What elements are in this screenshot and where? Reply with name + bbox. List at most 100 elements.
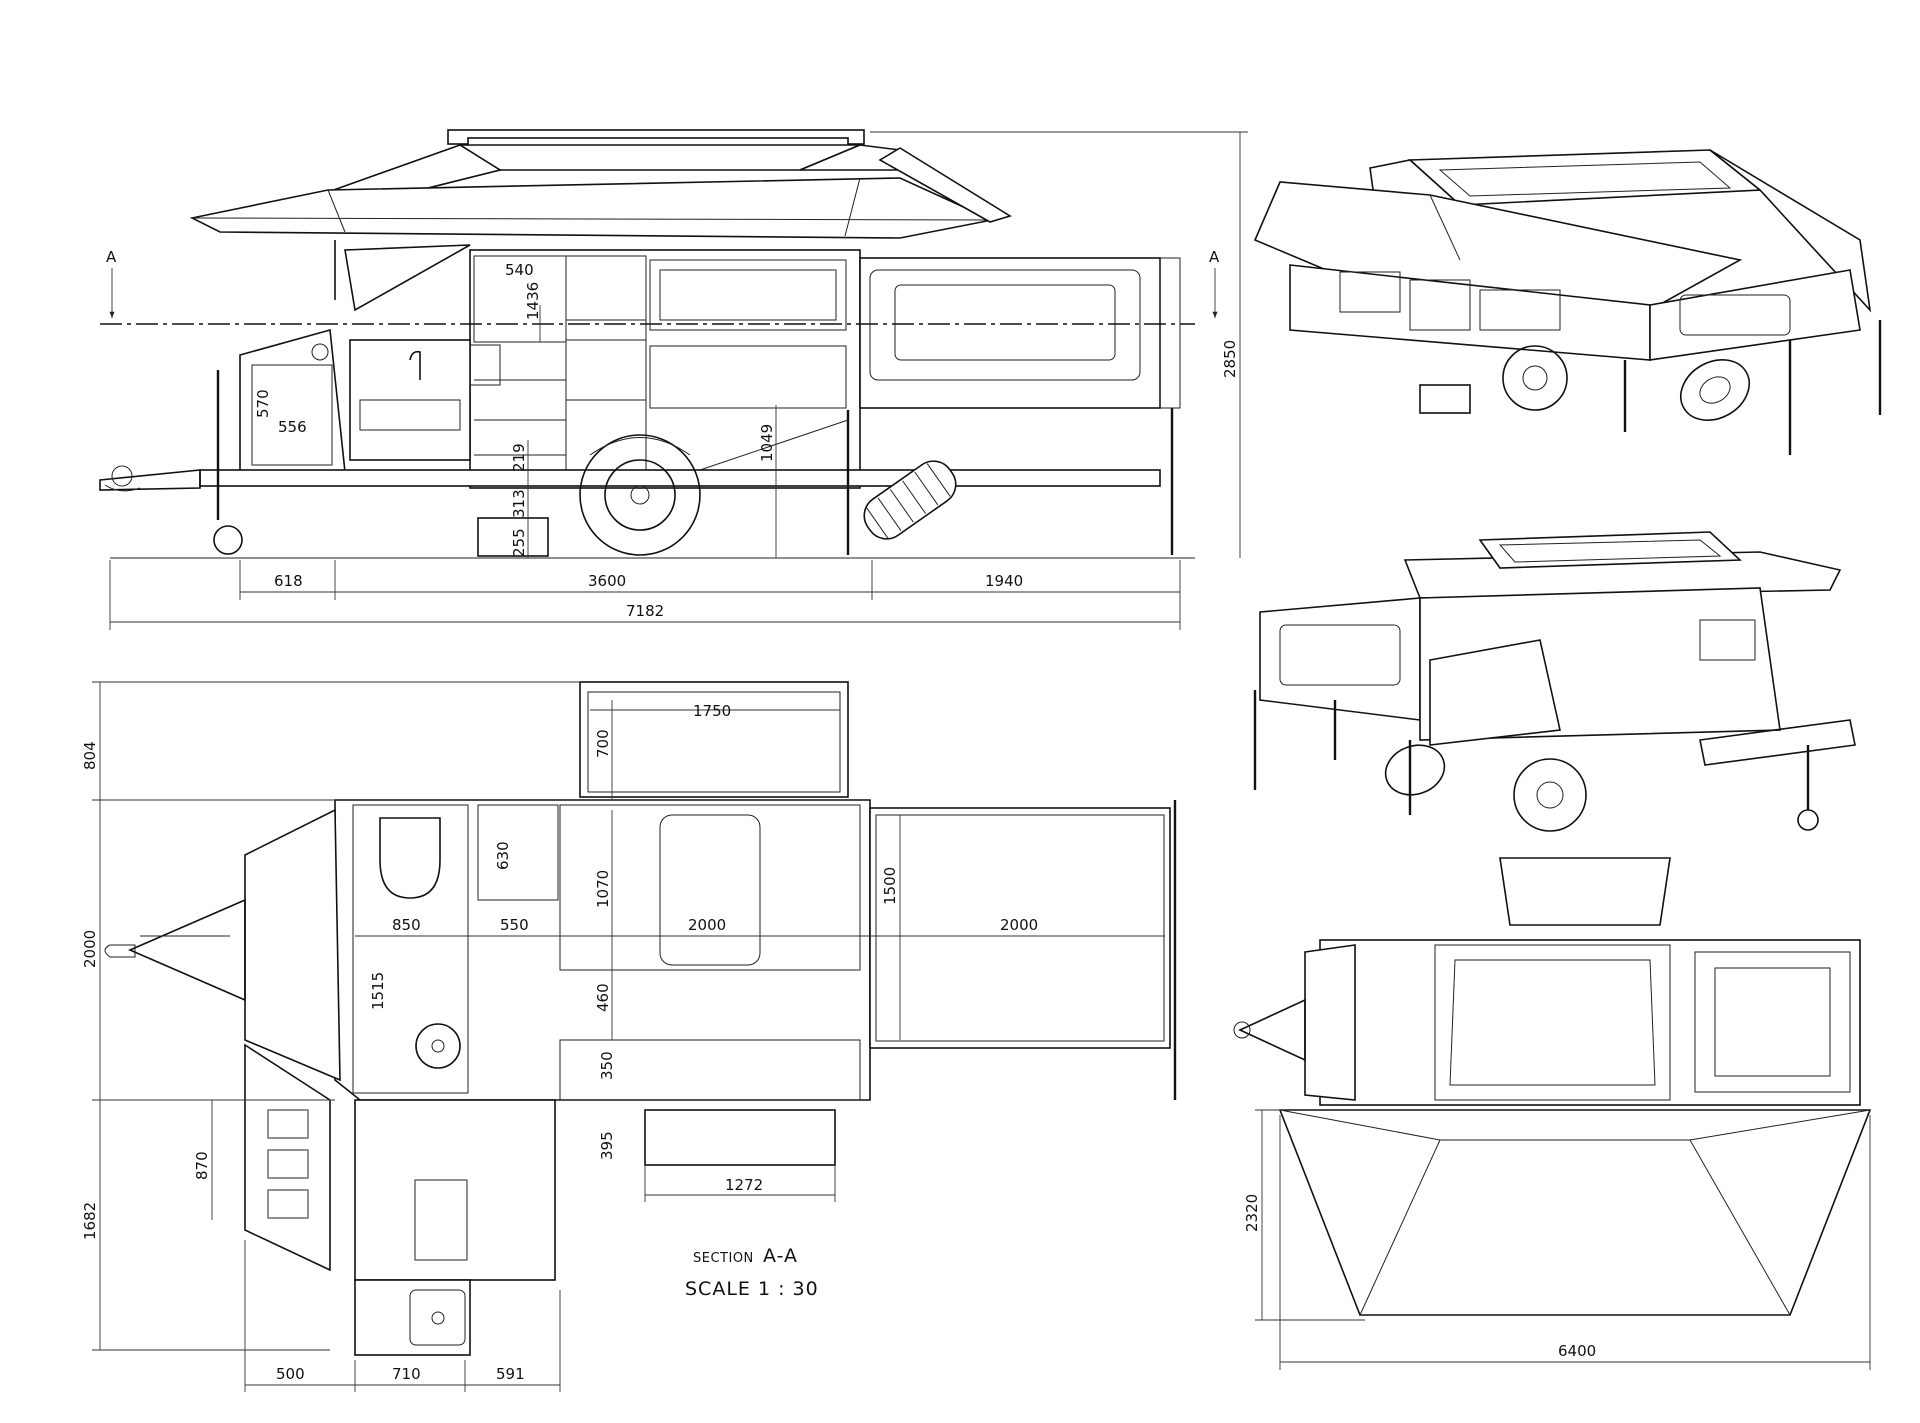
plan-dim-550: 550 (500, 916, 529, 934)
plan-dim-2000-bed: 2000 (688, 916, 726, 934)
plan-hitch (104, 944, 136, 958)
dim-540: 540 (505, 261, 534, 279)
dim-219: 219 (510, 443, 528, 472)
plan-kitchen-bench (559, 1039, 861, 1101)
plan-bathroom (352, 804, 469, 1094)
safety-chain (104, 484, 141, 492)
plan-cooktop (414, 1179, 468, 1261)
plan-kitchen-slide (354, 1099, 556, 1281)
iso1-step-box (1419, 384, 1471, 414)
sink-drain-icon (431, 1311, 445, 1325)
top-roof-pod (1434, 944, 1671, 1101)
plan-bed-base (559, 804, 861, 971)
plan-dim-395: 395 (598, 1131, 616, 1160)
plan-dim-591: 591 (496, 1365, 525, 1383)
plan-storage-hatch (267, 1149, 309, 1179)
dim-1436: 1436 (524, 282, 542, 320)
slide-out-bed-inner (587, 691, 841, 793)
section-plan-view: 804 2000 1682 870 1750 700 630 1070 460 … (81, 681, 1177, 1392)
top-awning-seam (1279, 1109, 1441, 1141)
section-caption-prefix: SECTION (693, 1251, 754, 1266)
awning-canopy (189, 177, 995, 239)
top-hitch (1233, 1021, 1251, 1039)
main-wheel-tyre (579, 434, 701, 556)
plan-dim-2000-rear: 2000 (1000, 916, 1038, 934)
iso1-rear-window (1679, 294, 1791, 336)
sink-basin (409, 1289, 466, 1346)
upper-cabinet (649, 259, 847, 331)
spare-wheel (863, 460, 957, 540)
top-dim-6400: 6400 (1558, 1342, 1596, 1360)
top-rear-deck (1694, 951, 1851, 1093)
jockey-wheel (213, 525, 243, 555)
top-awning-seam (1689, 1139, 1791, 1316)
plan-dim-710: 710 (392, 1365, 421, 1383)
plan-sink-module (354, 1279, 471, 1356)
plan-dim-1500: 1500 (881, 867, 899, 905)
plan-front-box (244, 808, 341, 1082)
iso1-hub (1522, 365, 1548, 391)
tent-side-wedge (878, 147, 1012, 223)
iso1-tent-right (1709, 149, 1872, 313)
plan-dim-460: 460 (594, 983, 612, 1012)
plan-storage-hatch (267, 1109, 309, 1139)
slide-out-bed (579, 681, 849, 798)
isometric-view-awning-side (1253, 149, 1882, 455)
plan-dim-1515: 1515 (369, 972, 387, 1010)
iso2-vent (1699, 619, 1756, 661)
awning-seam (327, 189, 346, 233)
iso2-rear-box (1429, 639, 1561, 746)
iso1-roof-pod (1407, 149, 1763, 206)
iso1-cabinet (1339, 271, 1401, 313)
rear-bracket (1159, 257, 1181, 409)
main-wheel-rim (604, 459, 676, 531)
iso2-side-body (1259, 597, 1421, 721)
suspension-arm (699, 419, 849, 471)
plan-dim-804: 804 (81, 741, 99, 770)
drawbar (99, 469, 201, 491)
lower-cabinet (649, 345, 847, 409)
iso1-roof-hatch (1438, 161, 1732, 197)
iso2-wheel (1513, 758, 1587, 832)
rear-body (859, 257, 1161, 409)
section-caption-name: A-A (763, 1245, 798, 1267)
wheel-arch (589, 437, 691, 456)
plan-drawer-slide (644, 1109, 836, 1166)
top-front-box (1304, 944, 1356, 1101)
top-rear-deck-inner (1714, 967, 1831, 1077)
plan-side-storage (244, 1043, 331, 1272)
plan-dim-850: 850 (392, 916, 421, 934)
top-tent-flap (1499, 857, 1671, 926)
isometric-view-rear (1253, 531, 1856, 832)
dim-1940: 1940 (985, 572, 1023, 590)
dim-313: 313 (510, 489, 528, 518)
dim-3600: 3600 (588, 572, 626, 590)
stove-knob-panel (469, 344, 501, 386)
front-box-door (251, 364, 333, 466)
tap-icon (409, 350, 421, 380)
top-dim-2320: 2320 (1243, 1194, 1261, 1232)
iso2-roof-hatch (1498, 539, 1722, 563)
dim-556: 556 (278, 418, 307, 436)
iso1-cabinet (1479, 289, 1561, 331)
body-main (469, 249, 861, 489)
plan-drawbar (127, 898, 246, 1002)
dim-255: 255 (510, 528, 528, 557)
dim-570: 570 (254, 389, 272, 418)
side-elevation-view: A A 540 1436 570 556 219 313 255 1049 28… (99, 129, 1248, 630)
plan-dim-1070: 1070 (594, 870, 612, 908)
iso2-hub (1536, 781, 1564, 809)
iso1-awning-seam (1429, 194, 1461, 261)
plan-mattress (659, 814, 761, 966)
plan-dim-1272: 1272 (725, 1176, 763, 1194)
iso1-rear-body (1649, 269, 1861, 361)
rear-window (894, 284, 1116, 361)
dim-618: 618 (274, 572, 303, 590)
section-label-right: A (1209, 248, 1220, 266)
iso1-cabinet (1409, 279, 1471, 331)
dim-7182: 7182 (626, 602, 664, 620)
plan-dim-630: 630 (494, 841, 512, 870)
awning-seam (844, 177, 861, 237)
awning-edge (191, 217, 993, 221)
top-awning-seam (1689, 1109, 1871, 1141)
